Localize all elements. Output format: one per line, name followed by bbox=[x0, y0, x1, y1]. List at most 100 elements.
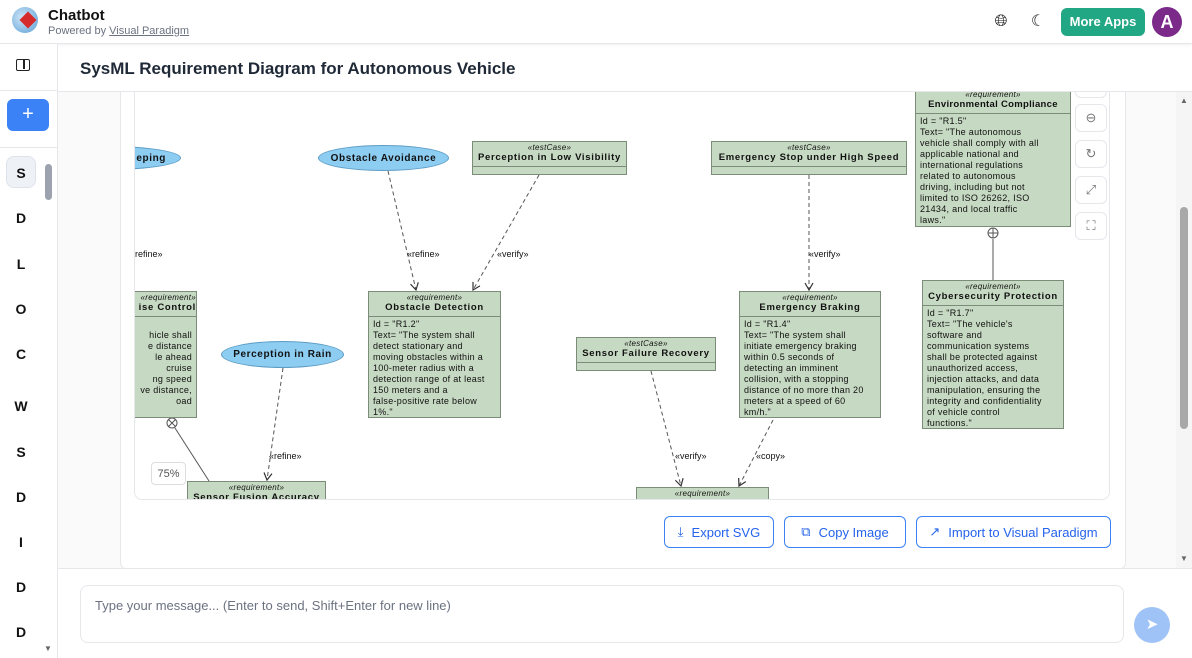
connectors bbox=[166, 170, 999, 488]
avatar[interactable]: A bbox=[1152, 7, 1182, 37]
more-apps-button[interactable]: More Apps bbox=[1061, 8, 1145, 36]
usecase-obstacle-avoidance[interactable]: Obstacle Avoidance bbox=[318, 145, 449, 171]
requirement-line: moving obstacles within a bbox=[373, 352, 484, 362]
requirement-line: Text= "The system shall bbox=[744, 330, 846, 340]
conversation-item[interactable]: D bbox=[15, 579, 27, 595]
message-input[interactable] bbox=[80, 585, 1124, 643]
refine-label: «refine» bbox=[407, 249, 440, 259]
zoom-out-button[interactable]: ⊖ bbox=[1075, 104, 1107, 132]
requirement-line: limited to ISO 26262, ISO bbox=[920, 193, 1030, 203]
send-button[interactable]: ➤ bbox=[1134, 607, 1170, 643]
testcase-sensor-failure-recovery[interactable]: «testCase» Sensor Failure Recovery bbox=[576, 337, 716, 371]
requirement-line: initiate emergency braking bbox=[744, 341, 857, 351]
requirement-line: communication systems bbox=[927, 341, 1030, 351]
refine-label: refine» bbox=[135, 249, 163, 259]
testcase-name: Emergency Stop under High Speed bbox=[712, 152, 906, 167]
requirement-line: e distance bbox=[147, 341, 192, 351]
requirement-line: of vehicle control bbox=[927, 407, 1000, 417]
diagram-canvas[interactable]: eping Obstacle Avoidance Perception in R… bbox=[134, 92, 1110, 500]
requirement-line: detect stationary and bbox=[373, 341, 463, 351]
requirement-name: Fail-Safe Operation bbox=[637, 498, 768, 499]
visual-paradigm-link[interactable]: Visual Paradigm bbox=[109, 25, 190, 37]
testcase-perception-low-visibility[interactable]: «testCase» Perception in Low Visibility bbox=[472, 141, 627, 175]
requirement-line: driving, including but not bbox=[920, 182, 1025, 192]
requirement-line: shall be protected against bbox=[927, 352, 1038, 362]
stereotype: «requirement» bbox=[140, 293, 196, 302]
requirement-line: unauthorized access, bbox=[927, 363, 1019, 373]
requirement-line: Text= "The system shall bbox=[373, 330, 475, 340]
conversation-item[interactable]: L bbox=[16, 256, 26, 272]
sidebar-scrollbar[interactable] bbox=[45, 164, 52, 200]
divider bbox=[0, 90, 58, 91]
conversation-item[interactable]: D bbox=[15, 624, 27, 640]
testcase-emergency-stop[interactable]: «testCase» Emergency Stop under High Spe… bbox=[711, 141, 907, 175]
requirement-line: injection attacks, and data bbox=[927, 374, 1040, 384]
conversation-item[interactable]: O bbox=[15, 301, 27, 317]
button-label: Copy Image bbox=[818, 524, 889, 540]
fullscreen-button[interactable]: ⛶ bbox=[1075, 212, 1107, 240]
testcase-name: Perception in Low Visibility bbox=[473, 152, 626, 167]
conversation-item[interactable]: D bbox=[15, 210, 27, 226]
moon-icon[interactable]: ☾ bbox=[1030, 13, 1046, 30]
sidebar-toggle-icon[interactable] bbox=[16, 59, 30, 71]
scroll-down-arrow-icon[interactable]: ▼ bbox=[1180, 554, 1188, 563]
stereotype: «testCase» bbox=[624, 339, 668, 348]
requirement-name: Cybersecurity Protection bbox=[923, 291, 1063, 306]
refine-label: «refine» bbox=[269, 451, 302, 461]
requirement-line: Id = "R1.5" bbox=[920, 116, 967, 126]
requirement-line: 1%." bbox=[373, 407, 393, 417]
requirement-line: le ahead bbox=[155, 352, 192, 362]
conversation-item[interactable]: D bbox=[15, 489, 27, 505]
conversation-item[interactable]: W bbox=[14, 398, 28, 414]
chat-header: SysML Requirement Diagram for Autonomous… bbox=[58, 44, 1192, 92]
requirement-name: Environmental Compliance bbox=[916, 99, 1070, 114]
requirement-line: hicle shall bbox=[149, 330, 192, 340]
usecase-perception-in-rain[interactable]: Perception in Rain bbox=[221, 341, 344, 368]
conversation-item[interactable]: C bbox=[15, 346, 27, 362]
scrollbar-thumb[interactable] bbox=[1180, 207, 1188, 429]
export-svg-button[interactable]: ⤓Export SVG bbox=[664, 516, 774, 548]
fit-view-button[interactable]: ⤢ bbox=[1075, 176, 1107, 204]
scroll-down-arrow-icon[interactable]: ▼ bbox=[44, 644, 52, 653]
copy-image-button[interactable]: ⧉Copy Image bbox=[784, 516, 906, 548]
conversation-item[interactable]: S bbox=[6, 156, 36, 188]
requirement-line: software and bbox=[927, 330, 983, 340]
verify-connector bbox=[472, 174, 540, 292]
requirement-line: applicable national and bbox=[920, 149, 1019, 159]
containment-connector bbox=[174, 427, 210, 482]
requirement-line: functions." bbox=[927, 418, 973, 428]
conversation-item[interactable]: I bbox=[19, 534, 23, 550]
requirement-line: Id = "R1.7" bbox=[927, 308, 974, 318]
zoom-level: 75% bbox=[151, 462, 186, 485]
chat-scrollbar[interactable]: ▲ ▼ bbox=[1176, 92, 1192, 568]
requirement-fail-safe-operation[interactable]: «requirement»Fail-Safe Operation bbox=[636, 487, 769, 499]
requirement-line: detecting an imminent bbox=[744, 363, 839, 373]
scroll-up-arrow-icon[interactable]: ▲ bbox=[1180, 96, 1188, 105]
requirement-sensor-fusion-accuracy[interactable]: «requirement»Sensor Fusion Accuracy bbox=[187, 481, 326, 499]
download-icon: ⤓ bbox=[677, 524, 684, 539]
requirement-line: manipulation, ensuring the bbox=[927, 385, 1041, 395]
stereotype: «requirement» bbox=[674, 489, 731, 498]
zoom-in-button[interactable]: ⊕ bbox=[1075, 92, 1107, 98]
globe-icon[interactable]: 🌐︎ bbox=[994, 13, 1008, 30]
verify-label: «verify» bbox=[497, 249, 529, 259]
powered-by-text: Powered by bbox=[48, 25, 110, 37]
powered-by: Powered by Visual Paradigm bbox=[48, 25, 189, 37]
paper-plane-icon: ➤ bbox=[1145, 616, 1159, 633]
new-chat-button[interactable]: + bbox=[7, 99, 49, 131]
requirement-line: 21434, and local traffic bbox=[920, 204, 1018, 214]
testcase-name: Sensor Failure Recovery bbox=[577, 348, 715, 363]
reset-view-button[interactable]: ↻ bbox=[1075, 140, 1107, 168]
import-to-visual-paradigm-button[interactable]: ↗Import to Visual Paradigm bbox=[916, 516, 1111, 548]
requirement-name: Obstacle Detection bbox=[369, 302, 500, 317]
conversation-item[interactable]: S bbox=[16, 444, 26, 460]
requirement-line: 150 meters and a bbox=[373, 385, 448, 395]
